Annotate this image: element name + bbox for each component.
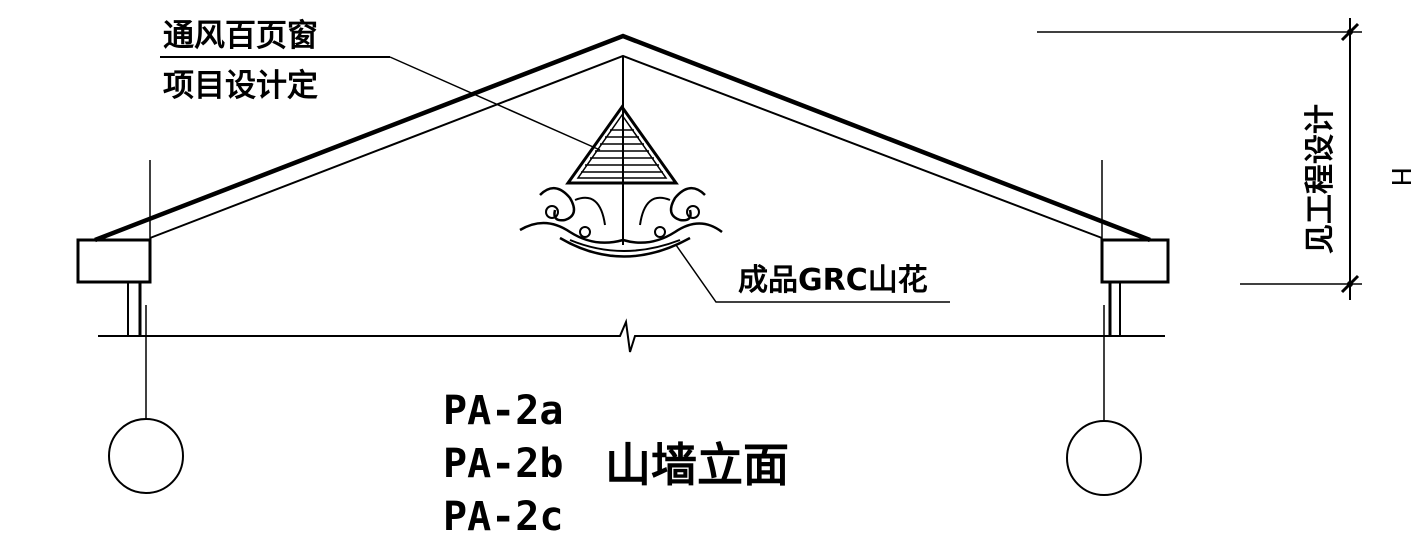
vent-label-line1: 通风百页窗 bbox=[163, 18, 318, 54]
floor-line bbox=[98, 318, 1165, 353]
vent-louver bbox=[565, 104, 679, 185]
height-note-label: 见工程设计 bbox=[1303, 104, 1338, 254]
height-dimension bbox=[1037, 18, 1362, 300]
vent-leader bbox=[160, 56, 601, 151]
left-eave bbox=[76, 160, 152, 335]
height-symbol: H bbox=[1385, 167, 1415, 187]
title-code-c: PA-2c bbox=[443, 494, 563, 538]
right-eave bbox=[1100, 160, 1170, 335]
axis-right bbox=[1066, 305, 1142, 496]
grc-leader bbox=[675, 244, 950, 303]
title-code-a: PA-2a bbox=[443, 388, 563, 434]
vent-label-line2: 项目设计定 bbox=[163, 68, 318, 104]
grc-ornament bbox=[519, 187, 723, 258]
axis-left bbox=[108, 305, 184, 494]
grc-label: 成品GRC山花 bbox=[738, 263, 928, 298]
drawing-title: 山墙立面 bbox=[605, 438, 789, 492]
title-code-b: PA-2b bbox=[443, 441, 563, 487]
